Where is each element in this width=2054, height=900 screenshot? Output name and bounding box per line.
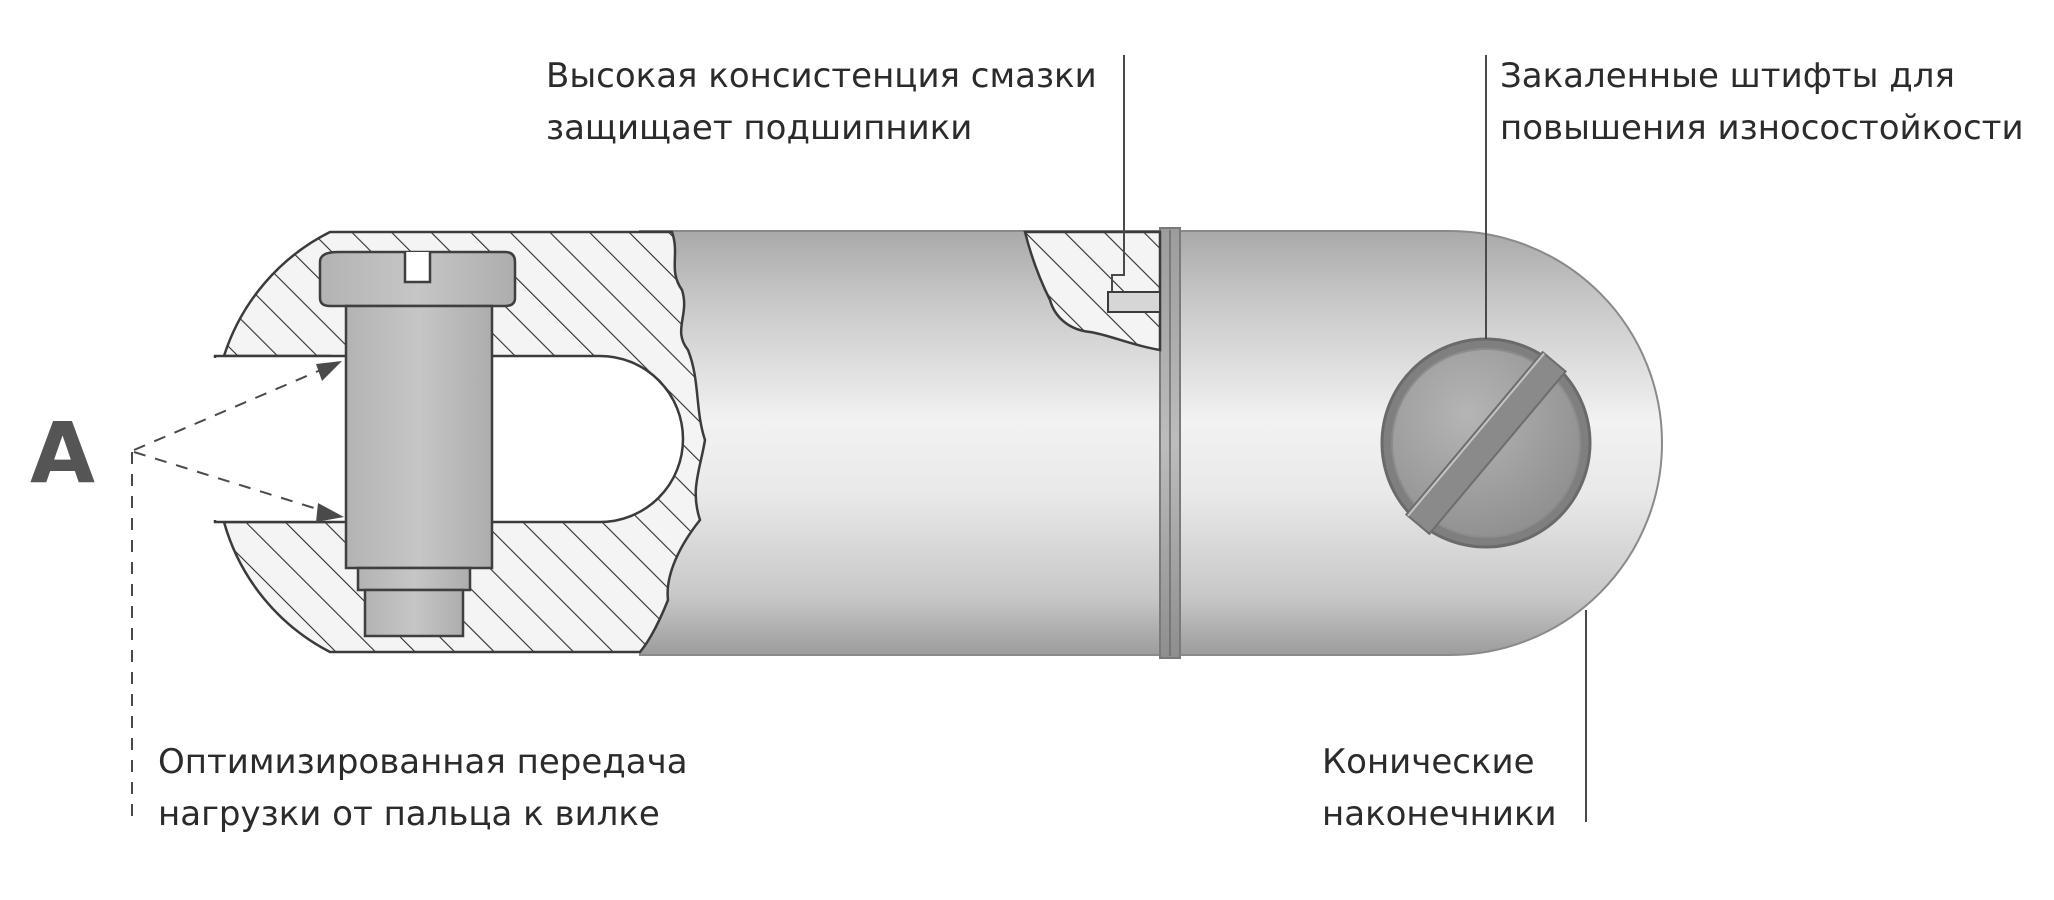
bolt-shank bbox=[344, 304, 494, 570]
bolt-collar bbox=[356, 566, 472, 592]
arrowhead-lower-icon bbox=[316, 503, 344, 522]
hardened-pins-callout-line2: повышения износостойкости bbox=[1500, 108, 2024, 148]
grease-callout-line1: Высокая консистенция смазки bbox=[546, 56, 1097, 96]
load-transfer-callout-line1: Оптимизированная передача bbox=[158, 742, 688, 782]
grease-channel bbox=[1107, 291, 1161, 313]
pin-slot bbox=[1404, 350, 1568, 536]
hardened-pins-callout-line1: Закаленные штифты для bbox=[1500, 56, 1955, 96]
pin-body bbox=[639, 227, 1663, 659]
conical-tips-callout-line1: Конические bbox=[1322, 742, 1535, 782]
marker-letter-a: A bbox=[30, 404, 95, 502]
grease-callout-line2: защищает подшипники bbox=[546, 108, 972, 148]
bolt-head-slot bbox=[403, 252, 432, 284]
conical-tips-callout-line2: наконечники bbox=[1322, 794, 1557, 834]
arrowhead-upper-icon bbox=[316, 361, 342, 381]
grease-channel-section bbox=[1023, 230, 1162, 352]
bolt bbox=[318, 250, 517, 638]
hardened-pin bbox=[1380, 337, 1592, 549]
load-transfer-callout-line2: нагрузки от пальца к вилке bbox=[158, 794, 660, 834]
bolt-tip bbox=[363, 588, 465, 638]
grease-leader-line bbox=[1111, 55, 1125, 292]
callout-lines bbox=[131, 55, 1587, 822]
marker-arrow-upper bbox=[133, 365, 331, 451]
